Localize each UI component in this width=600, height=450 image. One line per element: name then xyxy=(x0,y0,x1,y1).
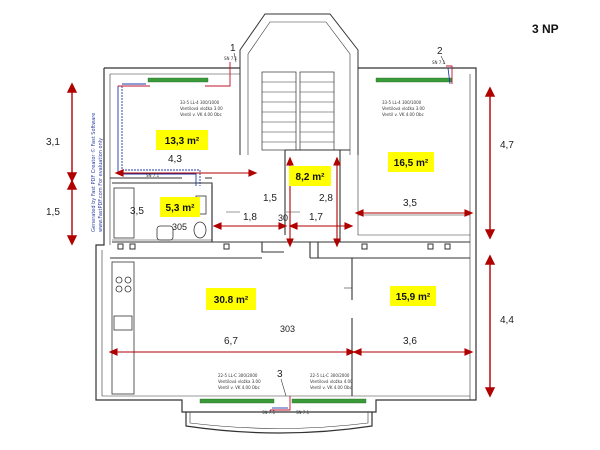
dim-inner-5: 1,7 xyxy=(309,212,323,223)
svg-text:8,2 m²: 8,2 m² xyxy=(296,172,326,183)
watermark: Generated by Fast PDF Creator © Fast Sof… xyxy=(90,113,104,232)
svg-text:Ventil v. VK 4.00 Obc: Ventil v. VK 4.00 Obc xyxy=(180,112,222,117)
svg-text:Ventilová vložka 3.00: Ventilová vložka 3.00 xyxy=(180,106,223,111)
dim-right-bottom: 4,4 xyxy=(500,315,514,326)
svg-text:30.8 m²: 30.8 m² xyxy=(214,295,249,306)
svg-text:SN 7.1: SN 7.1 xyxy=(432,60,446,65)
dim-inner-8: 3,6 xyxy=(403,336,417,347)
svg-text:SN 7.1: SN 7.1 xyxy=(224,56,238,61)
svg-text:Ventilová vložka 3.00: Ventilová vložka 3.00 xyxy=(382,106,425,111)
svg-text:13,3 m²: 13,3 m² xyxy=(165,136,200,147)
room-number-305: 305 xyxy=(172,222,187,232)
area-label-hall: 8,2 m² xyxy=(289,166,331,186)
dim-right-top: 4,7 xyxy=(500,140,514,151)
svg-text:33-5 LL-4 300/1000: 33-5 LL-4 300/1000 xyxy=(382,100,422,105)
svg-text:SN 7.1: SN 7.1 xyxy=(146,173,160,178)
dim-inner-1: 3,5 xyxy=(130,206,144,217)
radiator-label-bottom-right: 22-5 LL-C 300/2000 Ventilová vložka 4.00… xyxy=(310,373,353,390)
stair-tower xyxy=(239,13,359,155)
section-markers: 1 2 3 xyxy=(230,43,446,397)
radiator-label-top-left: 33-5 LL-4 300/1000 Ventilová vložka 3.00… xyxy=(180,100,223,117)
heating-pipes xyxy=(117,62,453,411)
svg-text:Generated by Fast PDF Creator: Generated by Fast PDF Creator © Fast Sof… xyxy=(90,113,97,232)
marker-3: 3 xyxy=(277,369,283,380)
svg-text:33-5 LL-4 300/1000: 33-5 LL-4 300/1000 xyxy=(180,100,220,105)
dim-inner-3: 2,8 xyxy=(319,193,333,204)
area-label-bottom-right: 15,9 m² xyxy=(390,286,436,306)
valve-labels: SN 7.1 SN 7.1 SN 7.1 SN 7.1 SN 7.1 xyxy=(146,56,446,415)
outer-dimension-arrows xyxy=(66,82,496,398)
area-label-big: 30.8 m² xyxy=(206,288,256,310)
radiator-top-left xyxy=(147,77,209,83)
floor-label: 3 NP xyxy=(532,22,559,36)
svg-text:15,9 m²: 15,9 m² xyxy=(396,292,431,303)
dim-inner-4: 1,8 xyxy=(243,212,257,223)
marker-2: 2 xyxy=(437,46,443,57)
wall-sockets xyxy=(117,243,451,250)
dim-inner-6: 3,5 xyxy=(403,198,417,209)
dim-left-bottom: 1,5 xyxy=(46,207,60,218)
bath-fixtures xyxy=(113,187,207,241)
room-number-303: 303 xyxy=(280,324,295,334)
area-label-bath: 5,3 m² xyxy=(160,197,200,217)
kitchen-counter xyxy=(111,261,135,395)
radiator-bottom-right xyxy=(291,398,367,404)
svg-text:Ventil v. VK 4.00 Obc: Ventil v. VK 4.00 Obc xyxy=(382,112,424,117)
room-number-30: 30 xyxy=(278,213,288,223)
svg-text:SN 7.1: SN 7.1 xyxy=(262,410,276,415)
dim-left-top: 3,1 xyxy=(46,137,60,148)
svg-text:22-5 LL-C 300/2000: 22-5 LL-C 300/2000 xyxy=(310,373,350,378)
dim-inner-0: 4,3 xyxy=(168,154,182,165)
svg-text:Ventilová vložka 3.00: Ventilová vložka 3.00 xyxy=(218,379,261,384)
svg-text:5,3 m²: 5,3 m² xyxy=(166,203,196,214)
svg-text:22-5 LL-C 300/2000: 22-5 LL-C 300/2000 xyxy=(218,373,258,378)
radiator-bottom-left xyxy=(199,398,275,404)
dim-inner-7: 6,7 xyxy=(224,336,238,347)
radiator-top-right xyxy=(375,77,453,83)
area-label-top-right: 16,5 m² xyxy=(388,152,434,172)
inner-dimension-arrows xyxy=(108,156,474,356)
marker-1: 1 xyxy=(230,43,236,54)
svg-text:Ventil v. VK 4.00 Obc: Ventil v. VK 4.00 Obc xyxy=(310,385,352,390)
radiator-label-top-right: 33-5 LL-4 300/1000 Ventilová vložka 3.00… xyxy=(382,100,425,117)
radiators xyxy=(147,77,453,404)
svg-text:Ventilová vložka 4.00: Ventilová vložka 4.00 xyxy=(310,379,353,384)
radiator-label-bottom-left: 22-5 LL-C 300/2000 Ventilová vložka 3.00… xyxy=(218,373,261,390)
outer-walls xyxy=(95,67,477,434)
svg-text:www.FastPDF.com For evaluati: www.FastPDF.com For evaluation only xyxy=(98,138,104,232)
dim-inner-2: 1,5 xyxy=(263,193,277,204)
svg-text:16,5 m²: 16,5 m² xyxy=(394,158,429,169)
area-label-top-left: 13,3 m² xyxy=(156,130,208,150)
svg-text:Ventil v. VK 4.00 Obc: Ventil v. VK 4.00 Obc xyxy=(218,385,260,390)
svg-text:SN 7.1: SN 7.1 xyxy=(296,410,310,415)
